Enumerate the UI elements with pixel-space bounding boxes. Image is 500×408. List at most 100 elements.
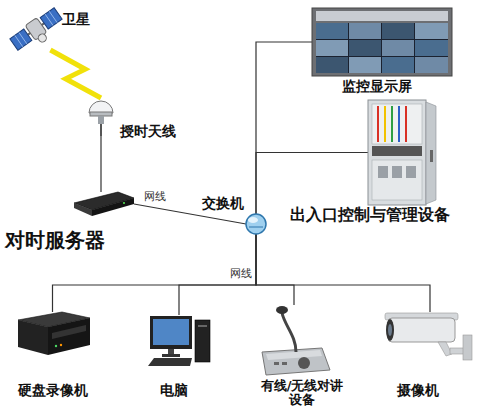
video-wall-icon	[316, 40, 348, 56]
video-wall-icon	[415, 57, 448, 73]
antenna-icon	[90, 112, 112, 116]
device-caption: 有线/无线对讲 设备	[256, 379, 348, 408]
computer-icon	[148, 358, 192, 366]
switch-icon	[249, 227, 263, 228]
cabinet-icon	[392, 166, 402, 178]
antenna-icon	[89, 101, 113, 136]
cabinet-icon	[384, 106, 386, 142]
cabinet-icon	[372, 104, 422, 144]
cable-label: 网线	[144, 191, 166, 203]
network-cable	[256, 42, 312, 214]
device-node: 有线/无线对讲 设备	[258, 305, 330, 375]
video-wall-icon	[316, 23, 448, 73]
server-icon	[74, 192, 134, 216]
intercom-icon	[274, 362, 279, 365]
video-wall-icon	[316, 23, 348, 39]
video-wall-icon	[415, 23, 448, 39]
video-wall-icon	[312, 8, 452, 76]
satellite-icon	[9, 6, 67, 57]
video-wall-icon	[349, 40, 381, 56]
dvr-icon	[55, 345, 57, 347]
switch-icon	[246, 214, 266, 234]
camera-icon	[450, 348, 464, 354]
device-caption: 电脑	[160, 383, 188, 398]
intercom-icon	[282, 313, 296, 352]
device-caption: 卫星	[62, 12, 90, 27]
antenna-icon	[98, 116, 104, 124]
computer-icon	[162, 354, 180, 357]
intercom-icon	[262, 348, 330, 375]
device-node: 监控显示屏	[312, 8, 452, 76]
satellite-icon	[19, 32, 27, 43]
intercom-icon	[262, 306, 330, 375]
video-wall-icon	[316, 57, 348, 73]
video-wall-icon	[415, 40, 448, 56]
dvr-icon	[18, 312, 90, 355]
dvr-icon	[48, 318, 90, 355]
computer-icon	[198, 325, 207, 327]
network-cable	[179, 234, 256, 315]
dvr-icon	[52, 325, 86, 339]
server-icon	[123, 202, 125, 204]
switch-icon	[248, 217, 258, 223]
video-wall-icon	[382, 23, 414, 39]
video-wall-icon	[382, 40, 414, 56]
intercom-icon	[282, 362, 287, 365]
cabinet-icon	[377, 106, 379, 142]
cabinet-icon	[391, 106, 393, 142]
intercom-icon	[276, 306, 288, 314]
network-cable	[256, 234, 294, 305]
camera-icon	[388, 318, 455, 342]
network-cable	[100, 136, 101, 192]
device-node: 电脑	[148, 315, 210, 367]
device-node: 卫星	[12, 8, 60, 50]
antenna-icon	[100, 124, 102, 136]
dvr-icon	[60, 344, 62, 346]
cabinet-icon	[405, 106, 407, 142]
intercom-icon	[266, 350, 322, 360]
device-node: 硬盘录像机	[15, 312, 90, 357]
satellite-icon	[10, 29, 32, 50]
satellite-icon	[40, 8, 62, 29]
cabinet-icon	[430, 150, 433, 162]
server-icon	[74, 203, 92, 216]
computer-icon	[195, 320, 210, 362]
video-wall-icon	[382, 57, 414, 73]
device-caption: 硬盘录像机	[18, 383, 88, 398]
device-caption: 监控显示屏	[342, 79, 412, 94]
satellite-icon	[49, 11, 57, 22]
cabinet-icon	[398, 106, 400, 142]
switch-icon	[246, 214, 266, 234]
signal-bolt	[50, 50, 101, 98]
cabinet-icon	[378, 166, 388, 178]
cabinet-icon	[406, 166, 416, 178]
computer-icon	[168, 349, 174, 354]
device-node: 对时服务器	[72, 192, 134, 216]
server-icon	[92, 198, 134, 216]
cable-label: 网线	[230, 268, 252, 280]
cabinet-icon	[426, 102, 436, 204]
device-caption: 摄像机	[397, 383, 439, 398]
camera-icon	[385, 313, 472, 360]
video-wall-icon	[349, 23, 381, 39]
cabinet-icon	[372, 160, 422, 200]
computer-icon	[148, 316, 210, 366]
network-cable	[256, 234, 430, 312]
cabinet-icon	[368, 100, 426, 205]
camera-icon	[386, 319, 394, 341]
network-cable	[256, 153, 368, 215]
antenna-icon	[89, 101, 113, 113]
device-caption: 交换机	[202, 196, 244, 211]
intercom-icon	[298, 357, 310, 369]
camera-icon	[463, 335, 472, 360]
dvr-icon	[18, 320, 48, 355]
computer-icon	[150, 316, 192, 349]
video-wall-icon	[349, 57, 381, 73]
satellite-icon	[37, 32, 48, 43]
video-wall-icon	[316, 11, 448, 21]
cabinet-icon	[368, 100, 436, 205]
camera-icon	[388, 324, 392, 336]
